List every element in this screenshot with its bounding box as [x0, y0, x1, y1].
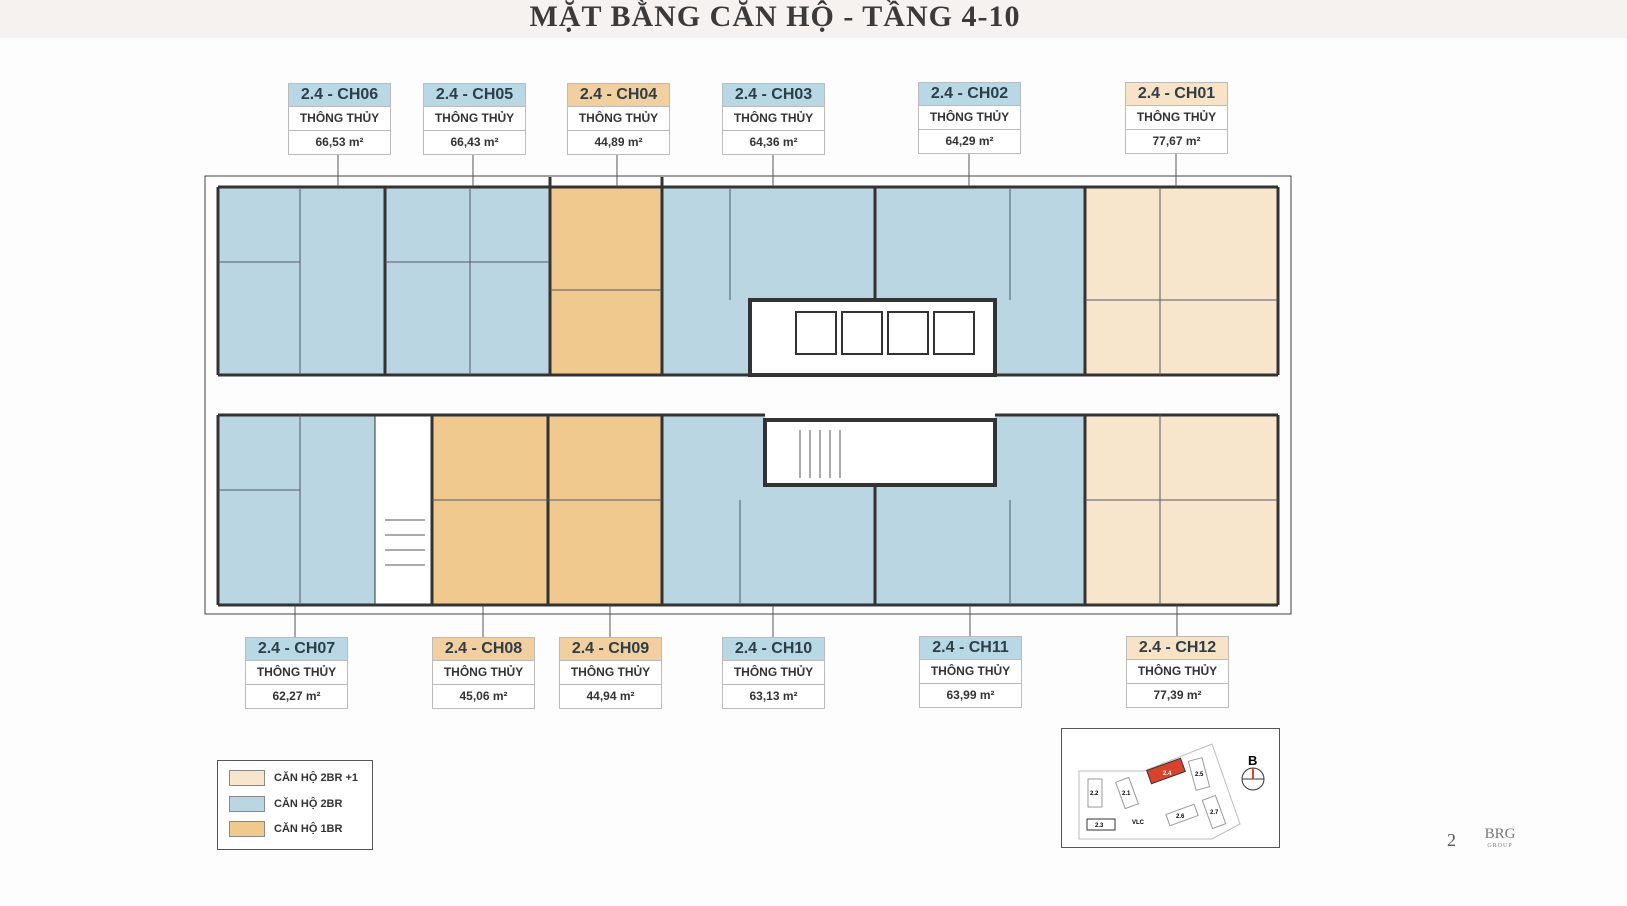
- elevator: [933, 311, 975, 355]
- unit-id: 2.4 - CH04: [568, 84, 669, 106]
- compass-icon: [1241, 767, 1265, 791]
- legend-label: CĂN HỘ 1BR: [274, 823, 343, 835]
- building-outline: [204, 175, 1292, 615]
- unit-area: 62,27 m²: [246, 684, 347, 708]
- area-label: THÔNG THỦY: [433, 660, 534, 684]
- unit-id: 2.4 - CH12: [1127, 637, 1228, 659]
- building-vlc: VLC: [1132, 820, 1145, 826]
- elevator: [795, 311, 837, 355]
- elevator: [887, 311, 929, 355]
- unit-area: 63,13 m²: [723, 684, 824, 708]
- legend-item-2br1: CĂN HỘ 2BR +1: [229, 770, 359, 787]
- unit-area: 64,29 m²: [919, 129, 1020, 153]
- unit-area: 44,89 m²: [568, 130, 669, 154]
- unit-ch01-area: [1085, 187, 1278, 375]
- unit-area: 66,43 m²: [424, 130, 525, 154]
- area-label: THÔNG THỦY: [560, 660, 661, 684]
- unit-id: 2.4 - CH05: [424, 84, 525, 106]
- unit-ch11-area: [875, 415, 1085, 605]
- unit-area: 77,39 m²: [1127, 683, 1228, 707]
- unit-ch12-area: [1085, 415, 1278, 605]
- legend-label: CĂN HỘ 2BR: [274, 798, 343, 810]
- building-2-6: 2.6: [1176, 814, 1185, 820]
- unit-ch08-area: [432, 415, 548, 605]
- stair-core: [763, 418, 997, 487]
- legend-swatch: [229, 770, 265, 787]
- site-key-map: 2.2 2.1 2.4 2.5 2.3 VLC 2.6 2.7 B: [1061, 728, 1280, 848]
- legend-label: CĂN HỘ 2BR +1: [274, 772, 359, 784]
- area-label: THÔNG THỦY: [1127, 659, 1228, 683]
- unit-id: 2.4 - CH01: [1126, 83, 1227, 105]
- page-number: 2: [1447, 830, 1456, 850]
- legend-item-1br: CĂN HỘ 1BR: [229, 821, 343, 838]
- page-title: MẶT BẰNG CĂN HỘ - TẦNG 4-10: [529, 0, 1021, 33]
- unit-id: 2.4 - CH08: [433, 638, 534, 660]
- stair-west: [374, 414, 433, 606]
- building-2-1: 2.1: [1122, 791, 1131, 797]
- legend-swatch: [229, 796, 265, 813]
- building-2-5: 2.5: [1195, 772, 1204, 778]
- area-label: THÔNG THỦY: [568, 106, 669, 130]
- area-label: THÔNG THỦY: [723, 106, 824, 130]
- unit-id: 2.4 - CH06: [289, 84, 390, 106]
- legend: CĂN HỘ 2BR +1 CĂN HỘ 2BR CĂN HỘ 1BR: [217, 760, 373, 850]
- area-label: THÔNG THỦY: [723, 660, 824, 684]
- building-2-3: 2.3: [1095, 823, 1104, 829]
- unit-id: 2.4 - CH02: [919, 83, 1020, 105]
- unit-id: 2.4 - CH07: [246, 638, 347, 660]
- area-label: THÔNG THỦY: [920, 659, 1021, 683]
- unit-ch03-area: [662, 187, 875, 375]
- unit-area: 64,36 m²: [723, 130, 824, 154]
- area-label: THÔNG THỦY: [246, 660, 347, 684]
- north-label: B: [1248, 753, 1257, 768]
- logo-name: BRG: [1484, 826, 1516, 842]
- unit-id: 2.4 - CH09: [560, 638, 661, 660]
- elevator: [841, 311, 883, 355]
- unit-ch10-area: [662, 415, 875, 605]
- area-label: THÔNG THỦY: [1126, 105, 1227, 129]
- unit-ch07-area: [218, 415, 375, 605]
- unit-area: 77,67 m²: [1126, 129, 1227, 153]
- logo-sub: GROUP: [1487, 843, 1513, 849]
- unit-ch09-area: [548, 415, 662, 605]
- unit-area: 45,06 m²: [433, 684, 534, 708]
- title-bar: [0, 0, 1627, 38]
- legend-item-2br: CĂN HỘ 2BR: [229, 796, 343, 813]
- legend-swatch: [229, 821, 265, 838]
- unit-ch04-area: [550, 187, 662, 375]
- unit-ch02-area: [875, 187, 1085, 375]
- unit-id: 2.4 - CH11: [920, 637, 1021, 659]
- building-2-7: 2.7: [1210, 810, 1219, 816]
- unit-area: 66,53 m²: [289, 130, 390, 154]
- area-label: THÔNG THỦY: [289, 106, 390, 130]
- unit-id: 2.4 - CH03: [723, 84, 824, 106]
- unit-ch05-area: [385, 187, 550, 375]
- area-label: THÔNG THỦY: [424, 106, 525, 130]
- area-label: THÔNG THỦY: [919, 105, 1020, 129]
- unit-id: 2.4 - CH10: [723, 638, 824, 660]
- unit-ch06-area: [218, 187, 385, 375]
- building-2-4: 2.4: [1163, 771, 1172, 777]
- unit-area: 63,99 m²: [920, 683, 1021, 707]
- site-plan: 2.2 2.1 2.4 2.5 2.3 VLC 2.6 2.7 B: [1078, 743, 1265, 840]
- building-2-2: 2.2: [1090, 791, 1099, 797]
- unit-area: 44,94 m²: [560, 684, 661, 708]
